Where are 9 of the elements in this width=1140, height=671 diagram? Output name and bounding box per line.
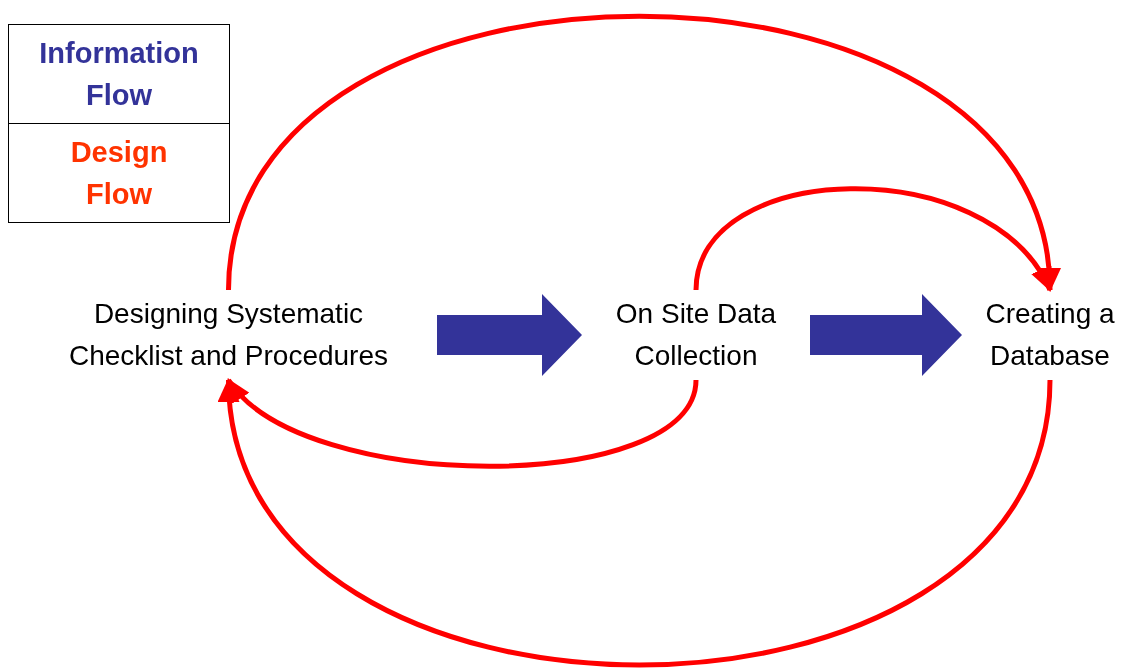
step-label: On Site Data Collection [614, 297, 778, 373]
block-arrow [437, 294, 582, 376]
block-arrow [810, 294, 962, 376]
legend-entry: Design Flow [9, 123, 229, 222]
curved-arrow [221, 378, 1053, 668]
legend-entry: Information Flow [38, 36, 200, 113]
curved-arrow [226, 378, 699, 469]
step-label: Creating a Database [984, 297, 1116, 373]
step-label: Designing Systematic Checklist and Procedures [67, 297, 389, 373]
